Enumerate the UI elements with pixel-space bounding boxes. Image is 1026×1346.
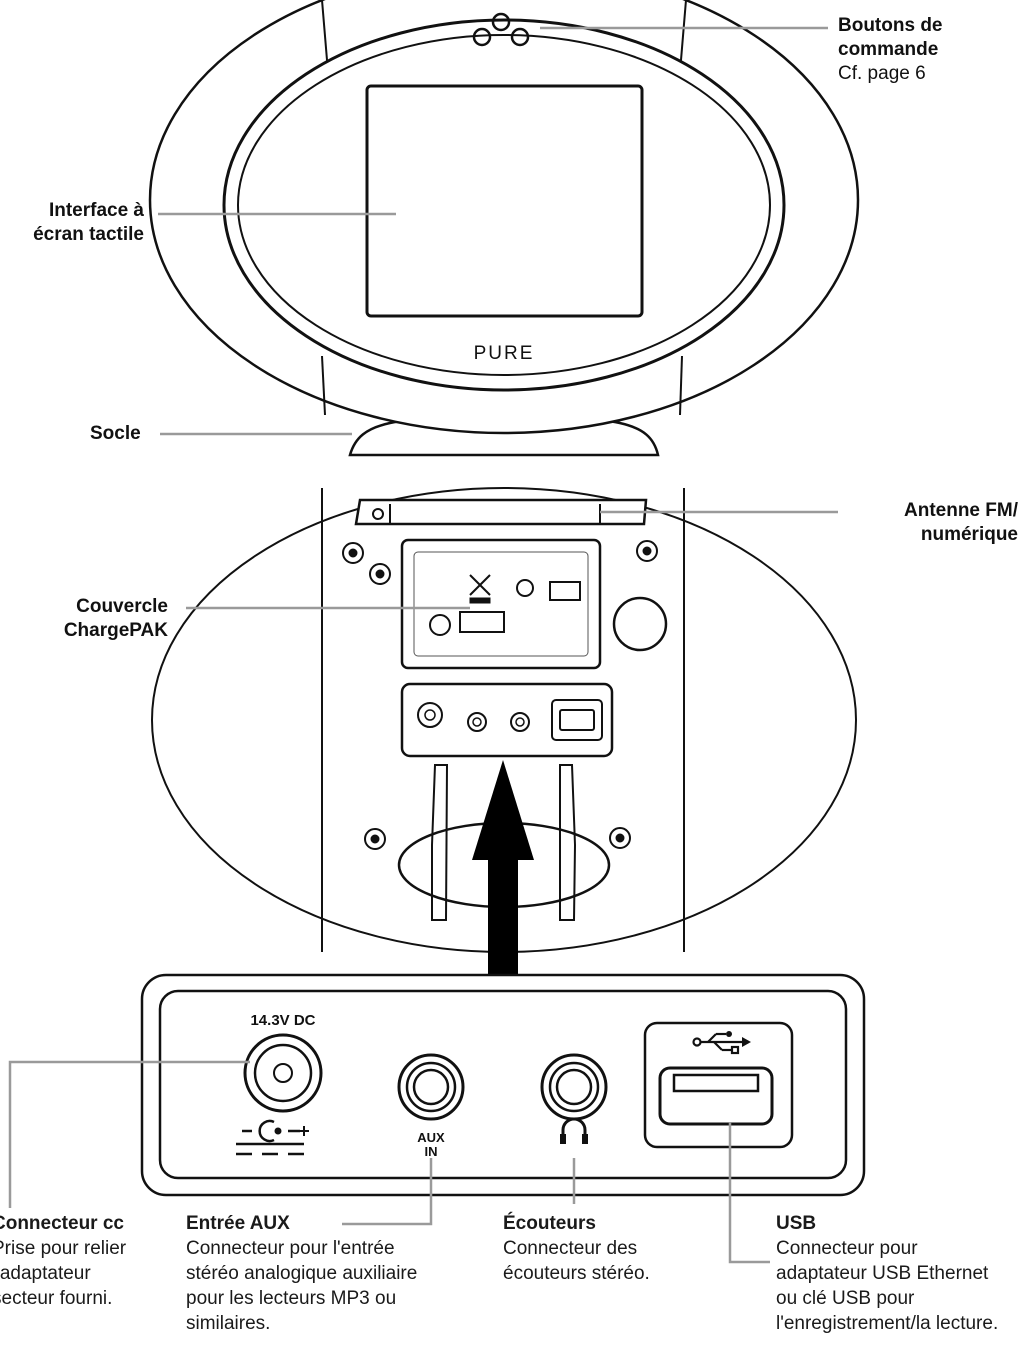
label-control-buttons: Boutons de commande Cf. page 6 bbox=[838, 15, 943, 84]
panel-callouts bbox=[8, 1060, 770, 1264]
label-base: Socle bbox=[90, 423, 141, 444]
screw bbox=[364, 828, 386, 850]
dc-jack bbox=[236, 1033, 323, 1156]
aux-label-line2: IN bbox=[425, 1144, 438, 1159]
label-antenna: Antenne FM/ numérique bbox=[904, 500, 1018, 545]
front-callouts bbox=[158, 26, 828, 436]
headphones-icon bbox=[561, 1117, 587, 1142]
device-logo: PURE bbox=[474, 343, 535, 364]
rear-knob bbox=[612, 596, 668, 652]
rear-port-panel bbox=[400, 682, 614, 758]
screen-bezel-outer bbox=[222, 18, 786, 392]
usb-port bbox=[643, 1021, 794, 1149]
insertion-arrow bbox=[472, 760, 534, 974]
port-panel-frame bbox=[140, 973, 866, 1197]
desc-aux-input: Entrée AUX Connecteur pour l'entrée stér… bbox=[186, 1213, 418, 1334]
label-chargepak-cover: Couvercle ChargePAK bbox=[63, 596, 168, 641]
label-touchscreen: Interface à écran tactile bbox=[33, 200, 144, 245]
back-callouts bbox=[186, 510, 838, 610]
headphone-jack bbox=[540, 1053, 608, 1144]
control-button-top bbox=[491, 12, 511, 32]
dc-rating-label: 14.3V DC bbox=[250, 1012, 315, 1029]
screen-bezel-inner bbox=[237, 34, 771, 376]
touchscreen bbox=[365, 84, 644, 318]
control-button-right bbox=[510, 27, 530, 47]
screw bbox=[636, 540, 658, 562]
screw bbox=[369, 563, 391, 585]
control-button-left bbox=[472, 27, 492, 47]
desc-dc-connector: Connecteur cc Prise pour relier l'adapta… bbox=[0, 1213, 127, 1309]
usb-icon bbox=[692, 1031, 751, 1055]
antenna bbox=[354, 498, 648, 526]
aux-jack bbox=[397, 1053, 465, 1121]
desc-usb: USB Connecteur pour adaptateur USB Ether… bbox=[776, 1213, 999, 1334]
chargepak-cover bbox=[400, 538, 602, 670]
enlarged-port-panel bbox=[140, 973, 866, 1197]
screw bbox=[609, 827, 631, 849]
aux-label-line1: AUX bbox=[417, 1130, 445, 1145]
desc-headphones: Écouteurs Connecteur des écouteurs stéré… bbox=[503, 1213, 650, 1284]
front-view bbox=[148, 0, 860, 457]
screw bbox=[342, 542, 364, 564]
